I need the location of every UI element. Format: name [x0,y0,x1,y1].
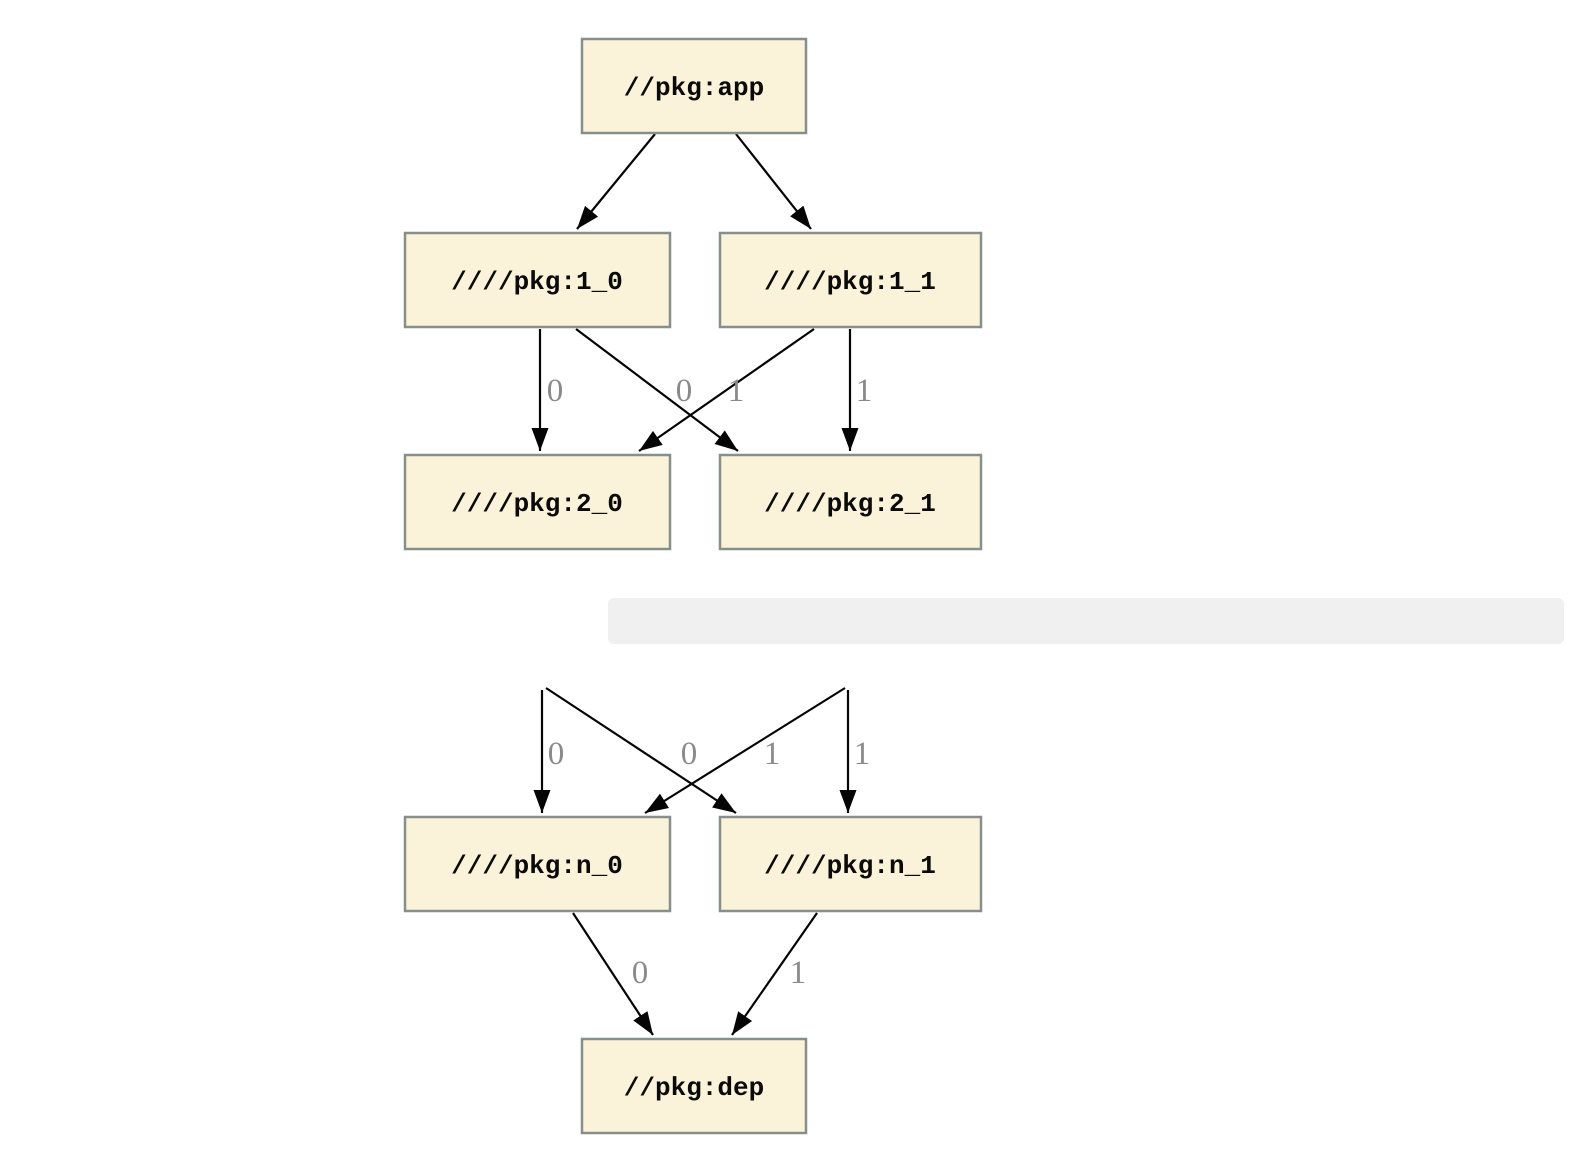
node-app-label: //pkg:app [624,73,764,103]
node-app: //pkg:app [580,37,808,135]
edge-label-1_1-to-2_1: 1 [856,373,873,409]
edge-label-n_1-to-dep: 1 [790,955,807,991]
edge-app-to-1_0 [576,133,656,230]
node-1_0-box [403,231,672,329]
edge-label-1_1-to-2_0: 1 [728,373,745,409]
node-dep-box [580,1037,808,1135]
node-1_1-label: ////pkg:1_1 [764,267,936,297]
edge-label-into-n_1-vertical: 1 [854,736,871,772]
node-1_0-label: ////pkg:1_0 [451,267,623,297]
node-1_1-box [718,231,983,329]
edge-app-to-1_1 [735,133,812,230]
node-n_1: ////pkg:n_1 [718,815,983,913]
edge-1_1-to-2_0 [638,328,815,452]
node-app-box [580,37,808,135]
node-2_0-box [403,453,672,551]
node-1_1: ////pkg:1_1 [718,231,983,329]
node-2_0: ////pkg:2_0 [403,453,672,551]
edge-label-into-n_0-diagonal: 1 [764,736,781,772]
dependency-graph-bottom: 0 0 1 1 ////pkg:n_0 ////pkg:n_1 0 1 //pk… [403,687,983,1135]
node-n_0-label: ////pkg:n_0 [451,851,623,881]
ellipsis-separator: . . . [608,598,1564,644]
edge-into-n_0-diagonal [644,687,846,814]
node-dep: //pkg:dep [580,1037,808,1135]
node-n_1-box [718,815,983,913]
node-2_1-box [718,453,983,551]
node-1_0: ////pkg:1_0 [403,231,672,329]
edge-n_0-to-dep [572,912,654,1036]
node-n_0: ////pkg:n_0 [403,815,672,913]
edge-label-n_0-to-dep: 0 [632,955,649,991]
dependency-graph-top: 0 0 1 1 //pkg:app ////pkg:1_0 ////pkg:1_… [403,37,983,551]
node-n_0-box [403,815,672,913]
node-2_0-label: ////pkg:2_0 [451,489,623,519]
edge-1_0-to-2_1 [575,328,739,452]
node-2_1-label: ////pkg:2_1 [764,489,936,519]
node-2_1: ////pkg:2_1 [718,453,983,551]
edge-label-1_0-to-2_1: 0 [676,373,693,409]
edge-into-n_1-diagonal [545,687,737,814]
edge-label-into-n_1-diagonal: 0 [681,736,698,772]
edge-label-1_0-to-2_0: 0 [547,373,564,409]
edge-n_1-to-dep [731,912,818,1036]
node-n_1-label: ////pkg:n_1 [764,851,936,881]
edge-label-into-n_0-vertical: 0 [548,736,565,772]
node-dep-label: //pkg:dep [624,1073,764,1103]
